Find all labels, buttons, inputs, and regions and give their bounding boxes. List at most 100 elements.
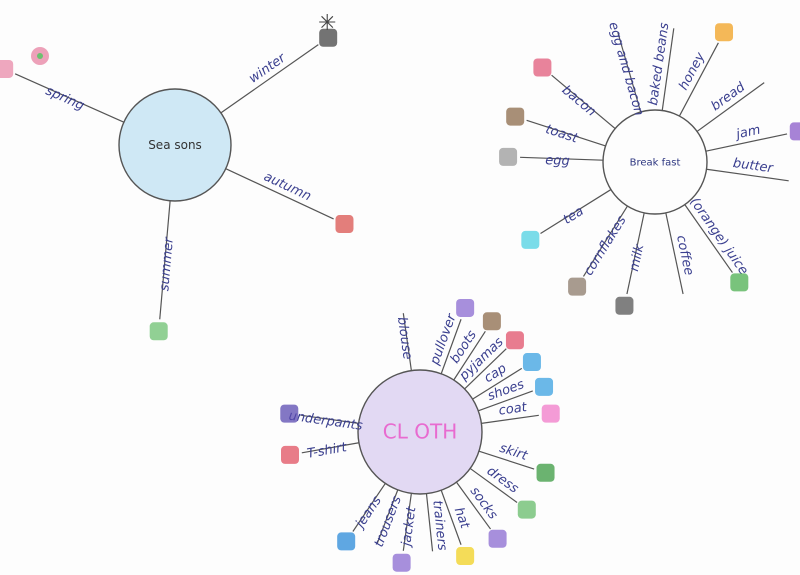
branch-line [472,367,523,400]
skirt-icon [536,463,555,482]
hat-icon [456,547,475,566]
winter-icon [319,28,338,47]
summer-icon [149,322,168,341]
clothes-branch: hat [440,490,475,566]
seasons-hub-circle [118,88,232,202]
branch-line [626,212,645,295]
branch-line [661,28,675,111]
toast-icon [506,107,525,126]
clothes-label: blouse [394,316,415,361]
clothes-label: T-shirt [306,440,349,462]
breakfast-branch: (orange) juice [684,195,751,292]
boots-icon [482,312,501,331]
seasons-label: autumn [261,169,313,204]
seasons-branch: winter [220,28,338,114]
branch-line [478,450,535,470]
clothes-branch: cap [472,353,541,400]
branch-line [376,489,399,545]
breakfast-branch: bacon [533,58,616,130]
branch-line [617,32,642,113]
branch-line [440,319,462,374]
breakfast-label: coffee [673,234,696,277]
seasons-mind-map: Sea sons spring winter autumn summer [0,28,354,341]
clothes-branch: coat [481,400,560,424]
flower-center-icon [37,53,43,59]
breakfast-label: egg [545,153,570,169]
branch-line [14,73,125,123]
socks-icon [488,529,507,548]
branch-line [540,189,612,235]
seasons-label: summer [157,235,177,291]
coat-icon [541,404,560,423]
branch-line [425,493,434,552]
pullover-icon [456,298,475,317]
tea-icon [521,230,540,249]
clothes-branch: jacket [392,493,420,572]
branch-line [402,493,412,551]
clothes-branch: underpants [280,404,364,434]
branch-line [478,390,533,412]
orange-juice-icon [730,273,749,292]
seasons-branch: summer [149,200,177,341]
pyjamas-icon [505,331,524,350]
seasons-label: winter [246,50,289,87]
clothes-label: skirt [497,441,529,464]
clothes-label: coat [498,400,529,419]
clothes-branch: trainers [425,493,449,552]
branch-line [225,168,334,220]
clothes-title: CL OTH [383,420,457,444]
branch-line [520,156,604,161]
branch-line [464,348,507,390]
breakfast-label: toast [544,122,581,147]
branch-line [705,133,788,152]
breakfast-branch: egg [499,147,604,169]
breakfast-label: bacon [559,83,599,120]
breakfast-branch: egg and bacon [605,20,646,117]
breakfast-label: milk [627,242,647,272]
clothes-branch: blouse [394,313,415,371]
seasons-title: Sea sons [148,138,202,152]
shoes-icon [535,377,554,396]
breakfast-label: butter [732,156,775,177]
seasons-branch: autumn [225,168,354,234]
branch-line [301,414,359,424]
branch-line [706,168,789,182]
branch-line [455,481,492,530]
seasons-branch: spring [0,59,125,123]
breakfast-branch: milk [615,212,647,315]
honey-icon [715,23,734,42]
branch-line [402,313,412,371]
clothes-label: underpants [288,409,364,434]
snowflake-icon: ✳ [318,10,336,35]
clothes-branch: T-shirt [281,440,360,464]
jam-icon [789,122,800,141]
clothes-label: hat [451,505,473,531]
cap-icon [522,353,541,372]
branch-line [665,212,684,295]
autumn-icon [335,215,354,234]
clothes-label: trainers [429,500,449,552]
breakfast-branch: butter [706,156,789,182]
clothes-hub-circle [357,369,483,495]
breakfast-label: egg and bacon [605,20,646,117]
breakfast-label: jam [733,123,762,143]
breakfast-branch: jam [705,122,800,152]
branch-line [684,204,733,273]
jacket-icon [392,553,411,572]
branch-line [220,44,319,114]
cornflakes-icon [568,277,587,296]
breakfast-label: cornflakes [581,213,630,278]
branch-line [696,82,765,132]
bacon-icon [533,58,552,77]
branch-line [159,200,171,320]
jeans-icon [337,532,356,551]
branch-line [301,442,360,454]
dress-icon [517,500,536,519]
breakfast-label: (orange) juice [687,195,751,278]
spring-icon [0,59,14,78]
branch-line [582,205,628,277]
